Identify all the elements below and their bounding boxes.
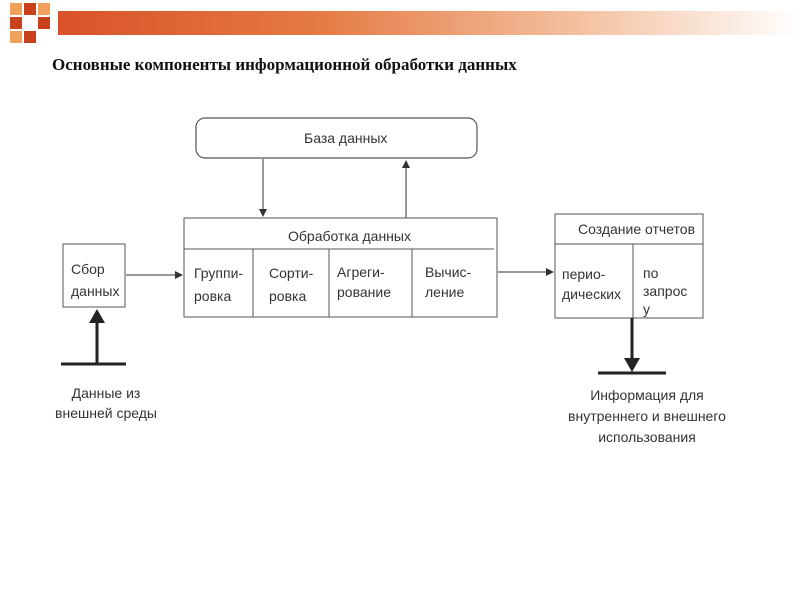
deco-square xyxy=(24,3,36,15)
deco-square xyxy=(10,17,22,29)
processing-cell-sorting: Сорти- ровка xyxy=(269,265,314,304)
deco-square xyxy=(10,31,22,43)
processing-box xyxy=(183,217,498,318)
collection-label: Сбор данных xyxy=(71,261,120,299)
database-label: База данных xyxy=(304,130,388,146)
slide-title: Основные компоненты информационной обраб… xyxy=(52,55,517,74)
reports-cell-on-request: по запрос у xyxy=(643,265,688,317)
processing-label: Обработка данных xyxy=(288,228,411,244)
output-caption: Информация для внутреннего и внешнего ис… xyxy=(568,387,726,445)
reports-box xyxy=(554,213,704,319)
processing-cell-calculation: Вычис- ление xyxy=(425,264,472,300)
processing-cell-aggregation: Агреги- рование xyxy=(337,264,391,300)
deco-square xyxy=(24,31,36,43)
deco-square xyxy=(38,17,50,29)
deco-square xyxy=(38,3,50,15)
deco-square xyxy=(10,3,22,15)
header-gradient-bar xyxy=(58,11,800,35)
database-box xyxy=(195,117,478,159)
input-arrow-head xyxy=(89,309,105,323)
reports-label: Создание отчетов xyxy=(578,221,696,237)
reports-cell-periodic: перио- дических xyxy=(562,266,622,302)
processing-cell-grouping: Группи- ровка xyxy=(194,265,244,304)
input-caption: Данные из внешней среды xyxy=(55,385,157,421)
output-arrow-head xyxy=(624,358,640,372)
collection-box xyxy=(62,243,126,308)
